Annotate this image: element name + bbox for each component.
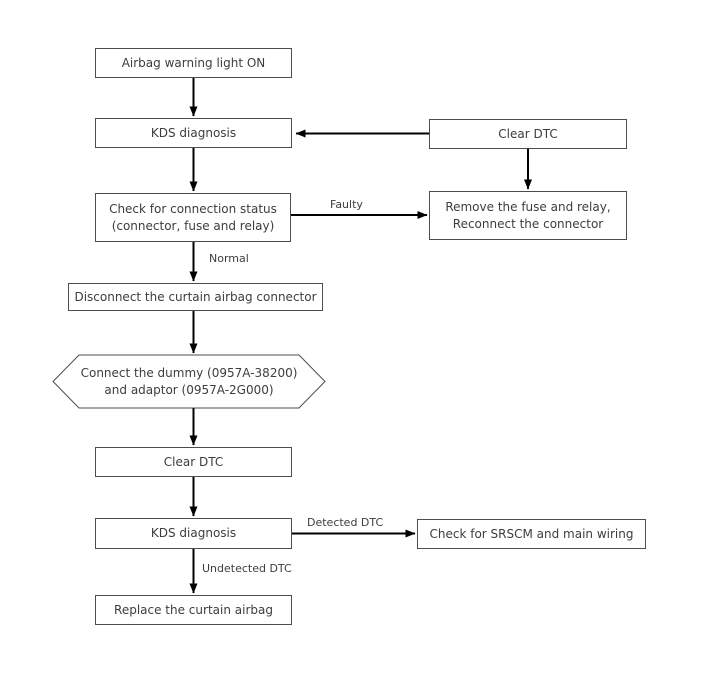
node-label: Clear DTC (498, 126, 558, 141)
node-label-line2: and adaptor (0957A-2G000) (104, 382, 274, 397)
node-check-connection-status: Check for connection status (connector, … (95, 193, 291, 242)
node-label: Replace the curtain airbag (114, 602, 273, 617)
edge-label-undetected-dtc: Undetected DTC (202, 562, 292, 575)
node-label-line1: Check for connection status (109, 202, 277, 217)
edge-label-detected-dtc: Detected DTC (307, 516, 384, 529)
node-label: KDS diagnosis (150, 125, 237, 140)
node-label: Disconnect the curtain airbag connector (74, 289, 317, 304)
node-airbag-warning-light-on: Airbag warning light ON (95, 48, 292, 78)
node-clear-dtc-right: Clear DTC (429, 119, 627, 149)
node-replace-curtain-airbag: Replace the curtain airbag (95, 595, 292, 625)
edge-label-faulty: Faulty (330, 198, 363, 211)
node-clear-dtc-mid: Clear DTC (95, 447, 292, 477)
node-label: Airbag warning light ON (121, 55, 266, 70)
node-kds-diagnosis-1: KDS diagnosis (95, 118, 292, 148)
node-kds-diagnosis-2: KDS diagnosis (95, 518, 292, 549)
node-check-srscm-main-wiring: Check for SRSCM and main wiring (417, 519, 646, 549)
node-label: Check for SRSCM and main wiring (429, 526, 634, 541)
node-label-line2: (connector, fuse and relay) (111, 218, 275, 233)
node-connect-dummy-adaptor: Connect the dummy (0957A-38200) and adap… (53, 355, 325, 408)
node-label-line1: Remove the fuse and relay, (445, 200, 611, 215)
node-remove-fuse-relay: Remove the fuse and relay, Reconnect the… (429, 191, 627, 240)
node-label: Clear DTC (163, 454, 224, 469)
hexagon-shape (52, 354, 326, 409)
node-label-line1: Connect the dummy (0957A-38200) (80, 366, 298, 381)
node-label: KDS diagnosis (150, 526, 237, 541)
node-disconnect-curtain-airbag-connector: Disconnect the curtain airbag connector (68, 283, 323, 311)
node-label-line2: Reconnect the connector (452, 216, 604, 231)
edge-label-normal: Normal (209, 252, 249, 265)
